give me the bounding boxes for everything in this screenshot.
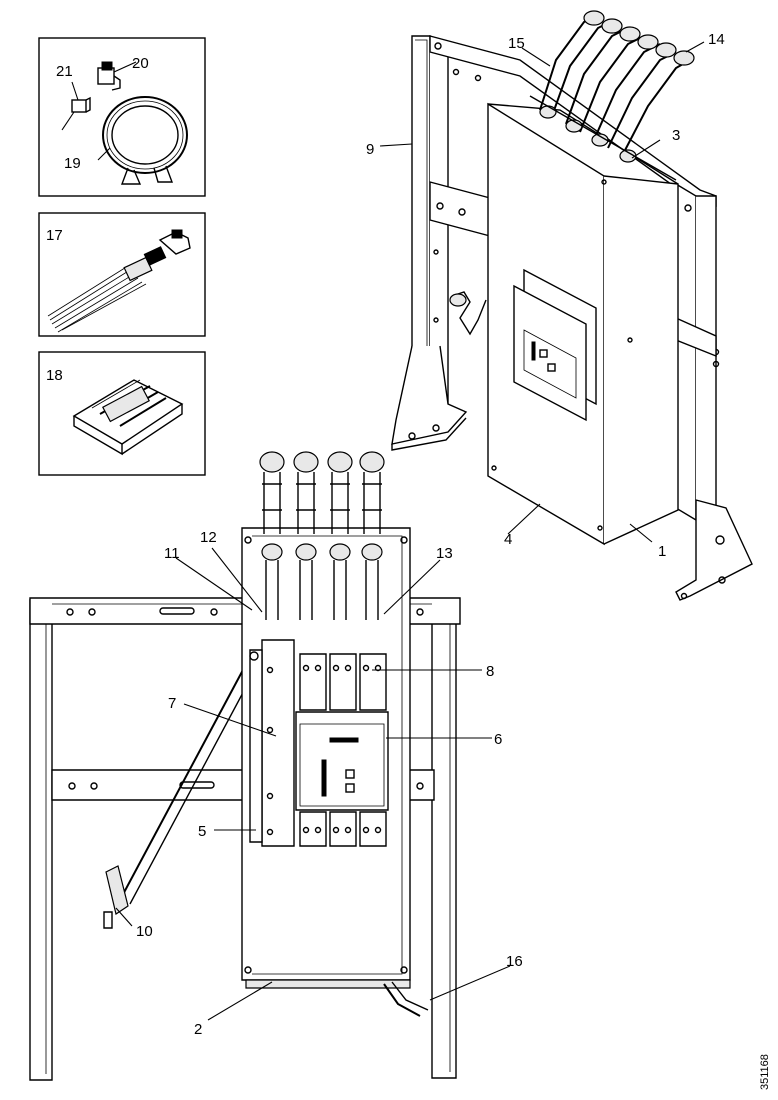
callout-15: 15 <box>508 35 525 52</box>
callout-9: 9 <box>366 141 374 158</box>
callout-13: 13 <box>436 545 453 562</box>
lower-cable-glands <box>259 451 385 620</box>
inset-panel-19-20-21 <box>38 37 206 197</box>
callout-6: 6 <box>494 731 502 748</box>
callout-7: 7 <box>168 695 176 712</box>
callout-21: 21 <box>56 63 73 80</box>
callout-labels: 1 2 3 4 5 6 7 8 9 10 11 12 13 14 15 16 1… <box>46 31 725 1038</box>
callout-2: 2 <box>194 1021 202 1038</box>
inset-panel-17 <box>38 212 206 337</box>
callout-3: 3 <box>672 127 680 144</box>
upper-cable-bundle <box>529 10 695 181</box>
callout-14: 14 <box>708 31 725 48</box>
callout-5: 5 <box>198 823 206 840</box>
callout-8: 8 <box>486 663 494 680</box>
callout-20: 20 <box>132 55 149 72</box>
document-number: 351168 <box>759 1054 771 1090</box>
callout-17: 17 <box>46 227 63 244</box>
callout-18: 18 <box>46 367 63 384</box>
callout-leaders <box>61 41 705 1021</box>
callout-16: 16 <box>506 953 523 970</box>
callout-1: 1 <box>658 543 666 560</box>
lower-frame-assembly <box>29 451 461 1081</box>
callout-11: 11 <box>164 545 180 562</box>
callout-12: 12 <box>200 529 217 546</box>
upper-frame-assembly <box>391 10 753 601</box>
callout-4: 4 <box>504 531 512 548</box>
inset-panel-18 <box>38 351 206 476</box>
callout-19: 19 <box>64 155 81 172</box>
callout-10: 10 <box>136 923 153 940</box>
